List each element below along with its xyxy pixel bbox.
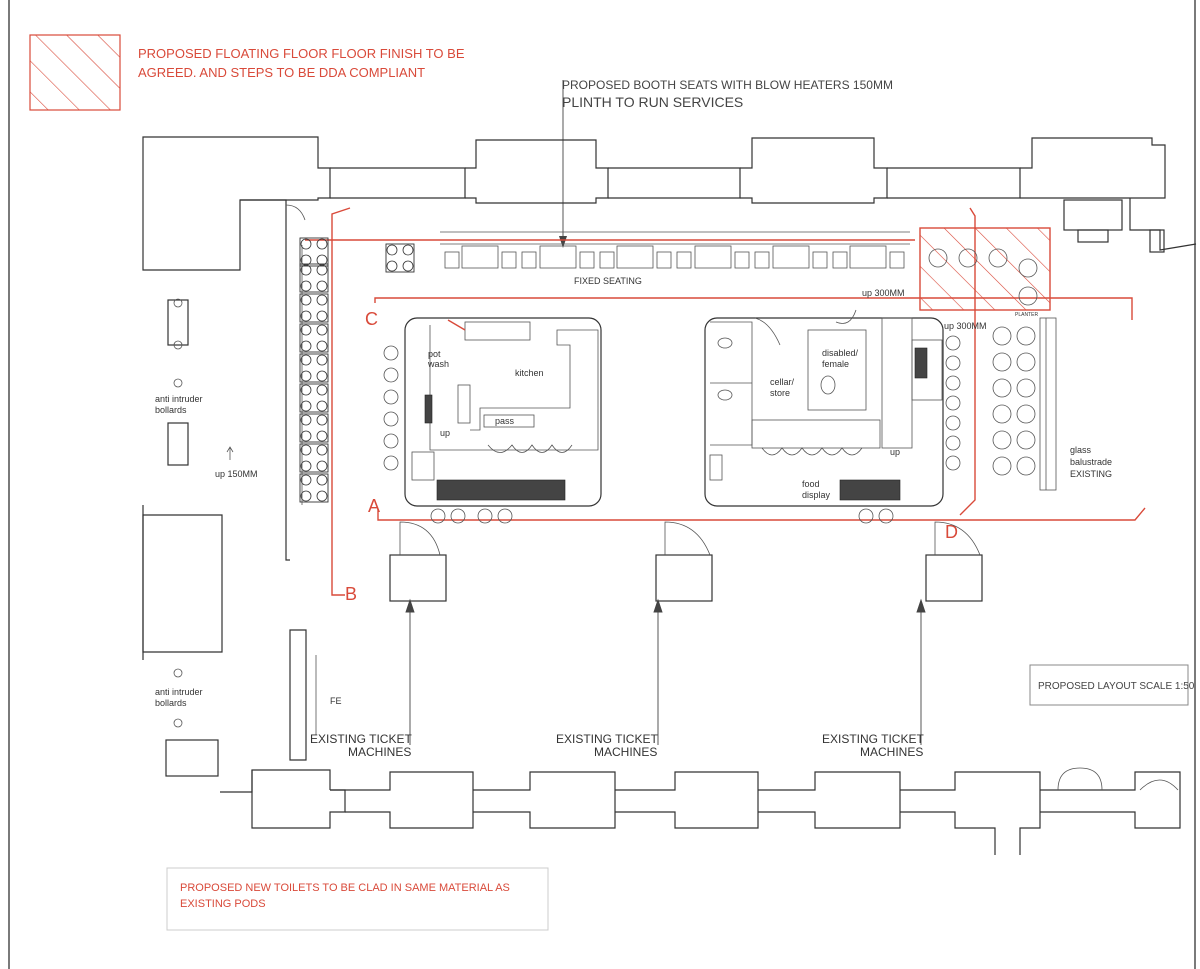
red-boundary-lines [305,207,1146,596]
section-marker-d: D [945,522,958,542]
floating-floor-note-line2: AGREED. AND STEPS TO BE DDA COMPLIANT [138,65,425,80]
toilet-pod [704,309,944,507]
toilet-pod-stools [858,335,961,524]
disabled-label-2: female [822,359,849,369]
up-150-label: up 150MM [215,469,258,479]
booth-seating-row [440,231,1038,306]
cellar-label-2: store [770,388,790,398]
glass-balustrade-label-1: glass [1070,445,1092,455]
food-display-label-2: display [802,490,831,500]
up-300-label-1: up 300MM [862,288,905,298]
scale-box [1029,664,1189,706]
ticket-machine-label-2a: EXISTING TICKET [556,732,658,746]
glass-balustrade-label-2: balustrade [1070,457,1112,467]
left-building-outline [142,199,331,793]
pot-wash-label-2: wash [427,359,449,369]
ticket-machine-label-1b: MACHINES [348,745,411,759]
legend-hatch-swatch [29,34,121,111]
bollards-label-2a: anti intruder [155,687,203,697]
left-seating-column [299,237,415,505]
booth-leader-arrow [559,236,567,248]
bollards-label-1a: anti intruder [155,394,203,404]
fe-label: FE [330,696,342,706]
fixed-seating-label: FIXED SEATING [574,276,642,286]
pot-wash-label-1: pot [428,349,441,359]
booth-note-line1: PROPOSED BOOTH SEATS WITH BLOW HEATERS 1… [562,78,893,92]
right-seating-column [992,317,1057,491]
up-300-label-2: up 300MM [944,321,987,331]
toilet-pod-up-label: up [890,447,900,457]
disabled-label-1: disabled/ [822,348,859,358]
floating-floor-note-line1: PROPOSED FLOATING FLOOR FLOOR FINISH TO … [138,46,465,61]
bottom-building-outline [251,767,1181,855]
kitchen-pod [404,317,602,507]
food-display-label-1: food [802,479,820,489]
kitchen-up-label: up [440,428,450,438]
pass-label: pass [495,416,515,426]
bollards-label-2b: bollards [155,698,187,708]
ticket-machine-leaders [405,598,926,745]
top-building-outline [142,136,1197,271]
cellar-label-1: cellar/ [770,377,795,387]
ticket-machine-label-1a: EXISTING TICKET [310,732,412,746]
floating-floor-zone [919,227,1051,311]
section-marker-a: A [368,496,380,516]
kitchen-label: kitchen [515,368,544,378]
toilets-note-line2: EXISTING PODS [180,898,266,910]
toilets-note-line1: PROPOSED NEW TOILETS TO BE CLAD IN SAME … [180,882,510,894]
ticket-machine-label-3a: EXISTING TICKET [822,732,924,746]
ticket-machine-label-3b: MACHINES [860,745,923,759]
glass-balustrade-label-3: EXISTING [1070,469,1112,479]
ticket-machines [389,521,983,602]
booth-note-line2: PLINTH TO RUN SERVICES [562,94,743,110]
scale-label: PROPOSED LAYOUT SCALE 1:50 [1038,681,1195,692]
kitchen-pod-stools [383,345,513,524]
section-marker-b: B [345,584,357,604]
ticket-machine-label-2b: MACHINES [594,745,657,759]
toilets-note-box [166,867,549,931]
section-marker-c: C [365,309,378,329]
bollards-label-1b: bollards [155,405,187,415]
planter-label: PLANTER [1015,312,1038,318]
